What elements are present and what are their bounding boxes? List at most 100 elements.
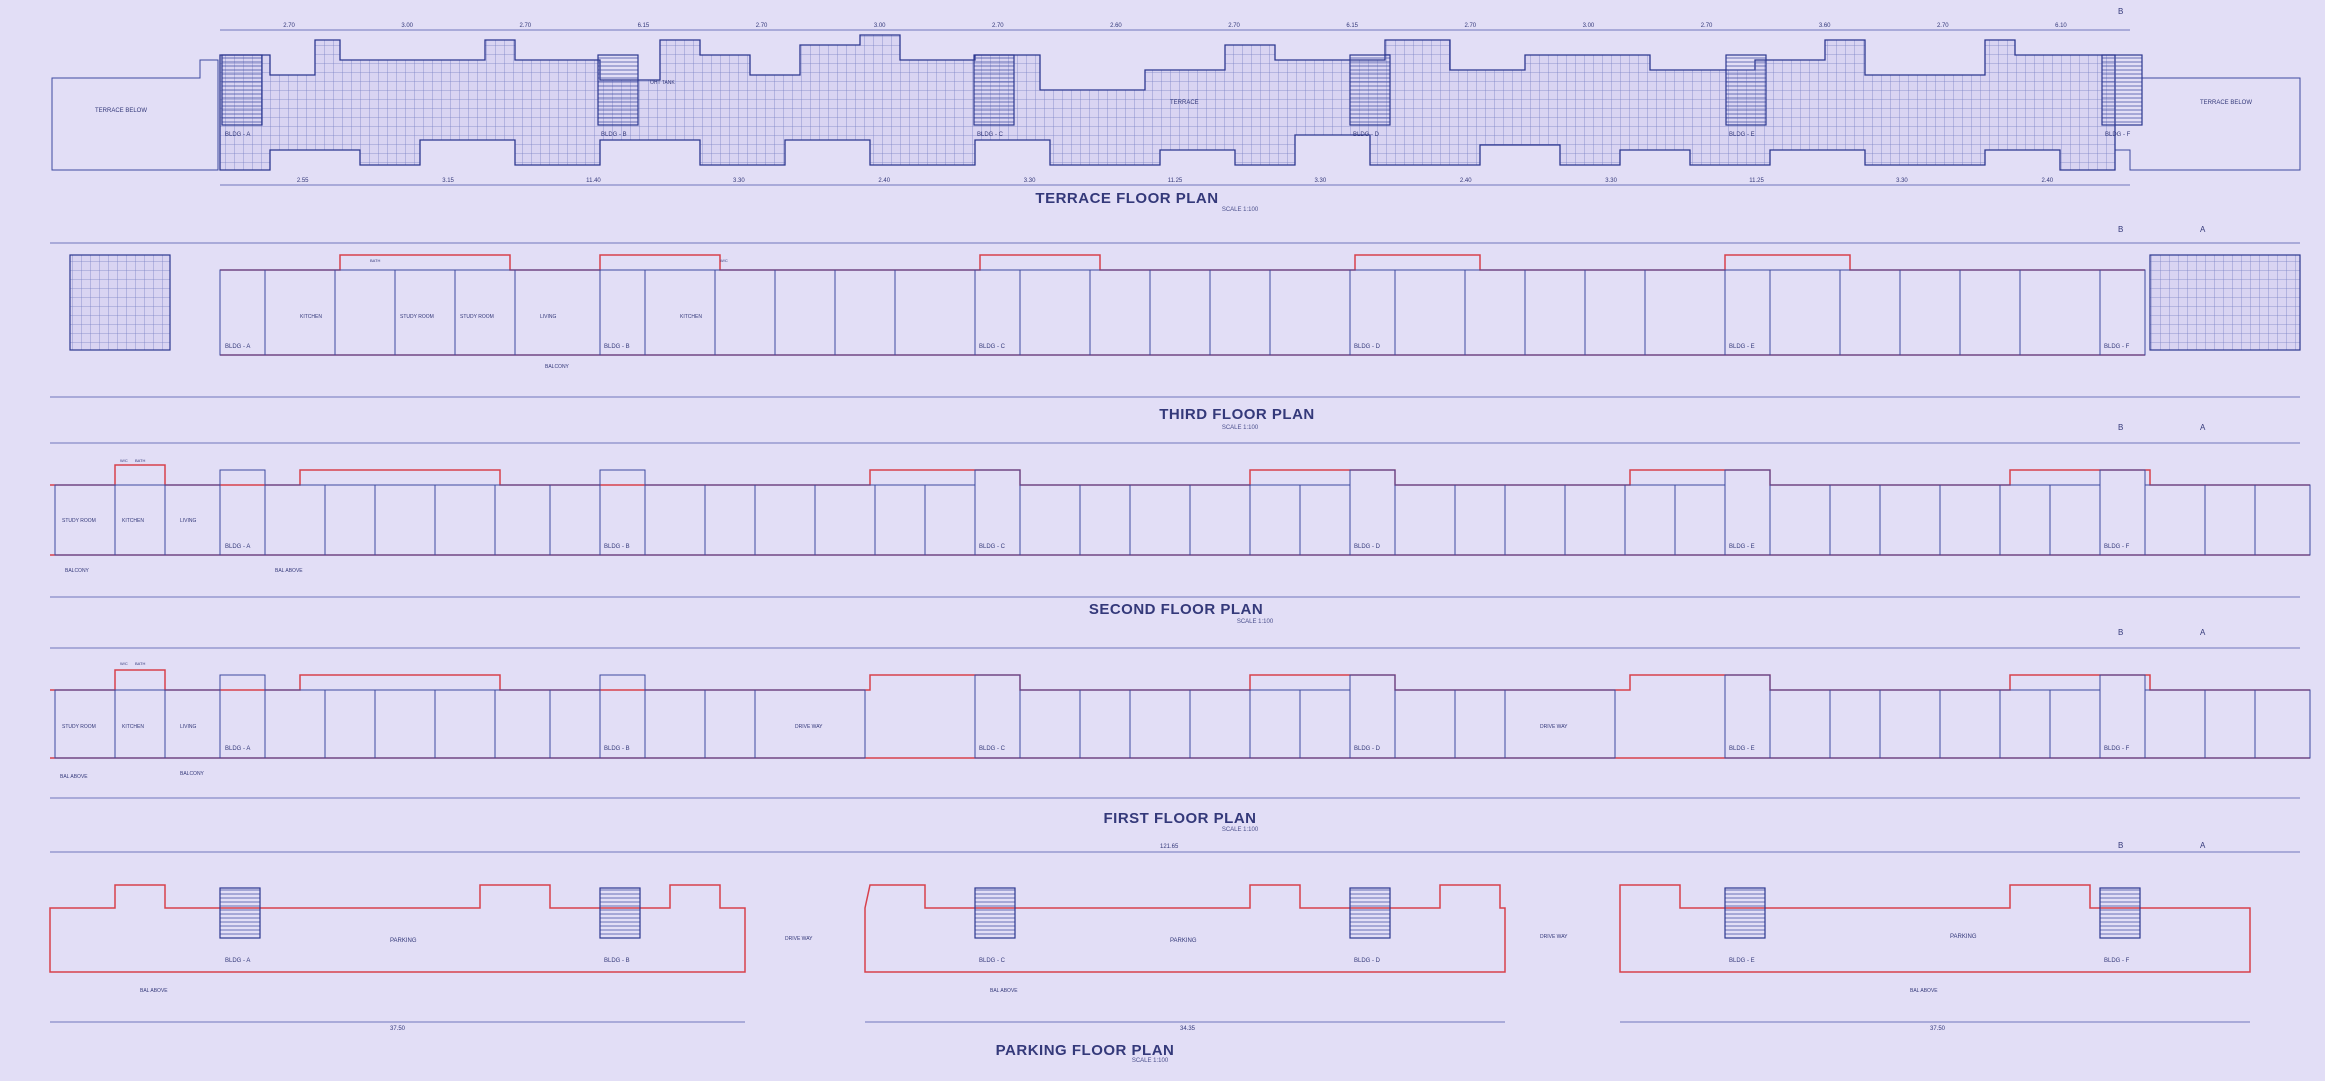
parking-sub-dim: 34.35	[1180, 1026, 1196, 1032]
section-marker-b: B	[2118, 225, 2123, 234]
room-label: BALCONY	[180, 771, 205, 777]
stair-cores	[221, 54, 2143, 126]
dimension-label: 2.60	[1110, 23, 1122, 29]
parking-floor-scale: SCALE 1:100	[1131, 1058, 1169, 1064]
bldg-label: BLDG - F	[2104, 544, 2130, 550]
bldg-label: BLDG - A	[225, 544, 250, 550]
bldg-label: BLDG - D	[1354, 544, 1381, 550]
bldg-label: BLDG - F	[2105, 132, 2131, 138]
bal-above-label: BAL ABOVE	[990, 988, 1018, 994]
bldg-label: BLDG - C	[979, 958, 1006, 964]
drive-way-label: DRIVE WAY	[1540, 934, 1568, 940]
stair-core	[1724, 887, 1766, 939]
parking-dim-lines	[50, 851, 2300, 1023]
stair-core	[974, 887, 1016, 939]
terrace-below-right	[2114, 77, 2301, 171]
section-marker-a: A	[2200, 628, 2206, 637]
dimension-label: 3.15	[442, 178, 454, 184]
parking-label: PARKING	[390, 938, 417, 944]
dimension-label: 2.70	[1701, 23, 1713, 29]
parking-floor-plan: 121.65 37.50 34.35 37.50 PARKING PARKING…	[49, 844, 2300, 1032]
second-floor-title: SECOND FLOOR PLAN	[1088, 601, 1264, 618]
third-floor-outline	[220, 254, 2145, 271]
room-label: BATH	[370, 258, 380, 263]
oht-tank-label: OHT TANK	[650, 80, 675, 86]
third-floor-scale: SCALE 1:100	[1221, 425, 1259, 431]
bldg-label: BLDG - F	[2104, 958, 2130, 964]
section-marker-b: B	[2118, 7, 2123, 16]
drive-way-label: DRIVE WAY	[785, 936, 813, 942]
dimension-label: 6.15	[638, 23, 650, 29]
bldg-label: BLDG - B	[604, 958, 630, 964]
dimension-label: 2.70	[992, 23, 1004, 29]
room-label: BALCONY	[65, 568, 90, 574]
room-label: LIVING	[540, 314, 557, 320]
third-floor-plan: KITCHEN STUDY ROOM STUDY ROOM KITCHEN LI…	[50, 242, 2301, 398]
room-label: STUDY ROOM	[62, 518, 96, 524]
bldg-label: BLDG - A	[225, 746, 250, 752]
dimension-label: 3.30	[733, 178, 745, 184]
stair-core	[219, 469, 266, 556]
dimension-label: 3.00	[874, 23, 886, 29]
second-floor-outline	[50, 464, 2310, 486]
room-label: BALCONY	[545, 364, 570, 370]
terrace-below-right-label: TERRACE BELOW	[2200, 100, 2252, 106]
dimension-label: 2.55	[297, 178, 309, 184]
stair-core	[2101, 54, 2143, 126]
bldg-label: BLDG - A	[225, 344, 250, 350]
room-label: STUDY ROOM	[460, 314, 494, 320]
room-label: STUDY ROOM	[400, 314, 434, 320]
parking-block-2	[864, 884, 1506, 973]
dimension-label: 3.30	[1315, 178, 1327, 184]
second-floor-plan: STUDY ROOM KITCHEN LIVING BAL ABOVE BALC…	[50, 442, 2311, 598]
bldg-label: BLDG - C	[977, 132, 1004, 138]
room-label: KITCHEN	[122, 518, 144, 524]
bldg-label: BLDG - C	[979, 544, 1006, 550]
bldg-label: BLDG - D	[1354, 958, 1381, 964]
room-label: BAL ABOVE	[275, 568, 303, 574]
second-floor-dim-lines	[50, 442, 2300, 598]
room-label: BATH	[135, 661, 145, 666]
section-marker-a: A	[2200, 423, 2206, 432]
first-floor-title: FIRST FLOOR PLAN	[1103, 810, 1257, 827]
section-marker-a: A	[2200, 841, 2206, 850]
drive-way-label: DRIVE WAY	[1540, 724, 1568, 730]
parking-label: PARKING	[1950, 934, 1977, 940]
dimension-label: 11.25	[1168, 178, 1183, 184]
bldg-label: BLDG - E	[1729, 544, 1755, 550]
stair-core	[974, 469, 1021, 556]
bldg-label: BLDG - C	[979, 344, 1006, 350]
room-label: KITCHEN	[680, 314, 702, 320]
stair-core	[1724, 469, 1771, 556]
stair-core	[973, 54, 1015, 126]
bldg-label: BLDG - E	[1729, 958, 1755, 964]
first-floor-scale: SCALE 1:100	[1221, 827, 1259, 833]
third-floor-rooms	[219, 269, 2146, 356]
section-marker-b: B	[2118, 628, 2123, 637]
bldg-label: BLDG - E	[1729, 746, 1755, 752]
bldg-label: BLDG - B	[604, 544, 630, 550]
room-label: BAL ABOVE	[60, 774, 88, 780]
parking-block-3	[1619, 884, 2251, 973]
room-label: KITCHEN	[300, 314, 322, 320]
bldg-label: BLDG - A	[225, 958, 250, 964]
third-floor-title: THIRD FLOOR PLAN	[1159, 406, 1315, 423]
stair-core	[974, 269, 1021, 356]
stair-core	[2099, 269, 2146, 356]
dimension-label: 2.70	[1464, 23, 1476, 29]
room-label: W/C	[120, 661, 128, 666]
section-marker-b: B	[2118, 841, 2123, 850]
stair-core	[219, 887, 261, 939]
dimension-label: 6.15	[1346, 23, 1358, 29]
terrace-hatch-left	[69, 254, 171, 351]
room-label: LIVING	[180, 724, 197, 730]
dimension-label: 2.70	[1937, 23, 1949, 29]
parking-stair-cores	[219, 887, 2141, 939]
dimension-label: 3.30	[1605, 178, 1617, 184]
bldg-label: BLDG - E	[1729, 132, 1755, 138]
room-label: W/C	[720, 258, 728, 263]
dimension-label: 11.25	[1749, 178, 1764, 184]
bldg-label: BLDG - E	[1729, 344, 1755, 350]
terrace-dim-lines	[220, 29, 2130, 186]
